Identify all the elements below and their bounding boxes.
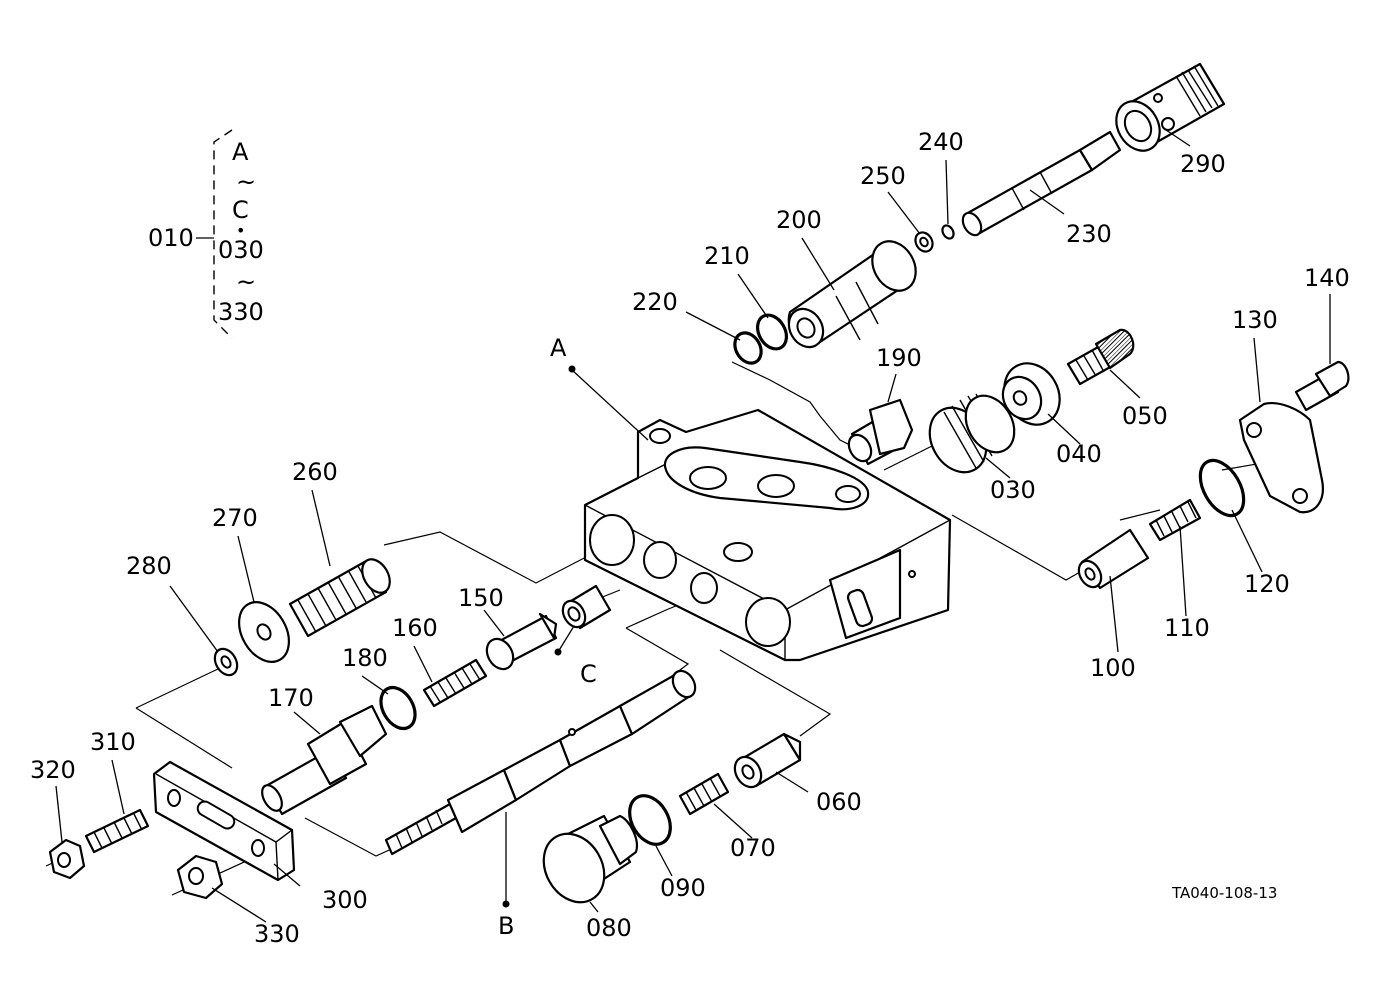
part-100 (1077, 528, 1150, 590)
part-080 (542, 814, 638, 904)
callout-labels: A C B 220 210 200 250 240 230 290 190 03… (30, 128, 1350, 948)
label-point-a: A (550, 334, 567, 362)
part-220 (733, 331, 763, 365)
part-180 (379, 685, 417, 731)
part-110 (1148, 498, 1202, 542)
label-190: 190 (876, 344, 922, 372)
part-310 (84, 808, 150, 854)
part-040 (1001, 362, 1061, 426)
part-170 (261, 704, 388, 816)
label-100: 100 (1090, 654, 1136, 682)
part-070 (678, 772, 730, 816)
part-130 (1238, 402, 1324, 514)
part-030 (928, 393, 1016, 474)
label-250: 250 (860, 162, 906, 190)
part-140 (1294, 360, 1350, 412)
label-point-c: C (580, 660, 597, 688)
label-280: 280 (126, 552, 172, 580)
valve-body (583, 408, 952, 662)
part-300 (152, 760, 296, 882)
range-330: 330 (218, 298, 264, 326)
range-tilde-2: ~ (236, 268, 256, 296)
label-010: 010 (148, 224, 194, 252)
part-190 (847, 398, 914, 466)
label-270: 270 (212, 504, 258, 532)
label-210: 210 (704, 242, 750, 270)
part-280 (213, 647, 239, 677)
label-120: 120 (1244, 570, 1290, 598)
drawing-reference: TA040-108-13 (1171, 884, 1277, 902)
range-a: A (232, 138, 249, 166)
label-200: 200 (776, 206, 822, 234)
label-point-b: B (498, 912, 514, 940)
label-050: 050 (1122, 402, 1168, 430)
range-tilde-1: ~ (236, 168, 256, 196)
label-240: 240 (918, 128, 964, 156)
spool-b (384, 669, 697, 856)
label-300: 300 (322, 886, 368, 914)
part-250 (914, 231, 934, 253)
part-120 (1198, 458, 1246, 518)
label-070: 070 (730, 834, 776, 862)
part-090 (628, 794, 672, 846)
part-150 (485, 612, 558, 671)
label-230: 230 (1066, 220, 1112, 248)
part-210 (755, 313, 789, 351)
range-030: 030 (218, 236, 264, 264)
label-040: 040 (1056, 440, 1102, 468)
label-320: 320 (30, 756, 76, 784)
part-260 (288, 558, 391, 638)
label-030: 030 (990, 476, 1036, 504)
label-310: 310 (90, 728, 136, 756)
label-060: 060 (816, 788, 862, 816)
label-110: 110 (1164, 614, 1210, 642)
label-220: 220 (632, 288, 678, 316)
range-bullet: • (236, 221, 245, 240)
part-230 (961, 130, 1122, 237)
part-320 (48, 838, 86, 880)
label-170: 170 (268, 684, 314, 712)
point-a-dot (568, 365, 576, 373)
label-130: 130 (1232, 306, 1278, 334)
label-150: 150 (458, 584, 504, 612)
label-160: 160 (392, 614, 438, 642)
part-060 (733, 732, 802, 789)
point-c-dot (554, 648, 562, 656)
label-180: 180 (342, 644, 388, 672)
range-c: C (232, 196, 249, 224)
label-260: 260 (292, 458, 338, 486)
part-270 (238, 601, 290, 663)
part-330 (176, 854, 224, 900)
label-290: 290 (1180, 150, 1226, 178)
point-b-dot (502, 900, 510, 908)
part-200 (787, 240, 917, 349)
label-leaders (55, 129, 1331, 923)
group-bracket: 010 A ~ C • 030 ~ 330 (148, 129, 264, 339)
part-c-fitting (561, 584, 612, 630)
label-090: 090 (660, 874, 706, 902)
label-140: 140 (1304, 264, 1350, 292)
part-160 (422, 658, 488, 708)
part-290 (1115, 62, 1226, 152)
part-050 (1066, 328, 1135, 386)
label-330: 330 (254, 920, 300, 948)
label-080: 080 (586, 914, 632, 942)
part-240 (941, 224, 955, 240)
